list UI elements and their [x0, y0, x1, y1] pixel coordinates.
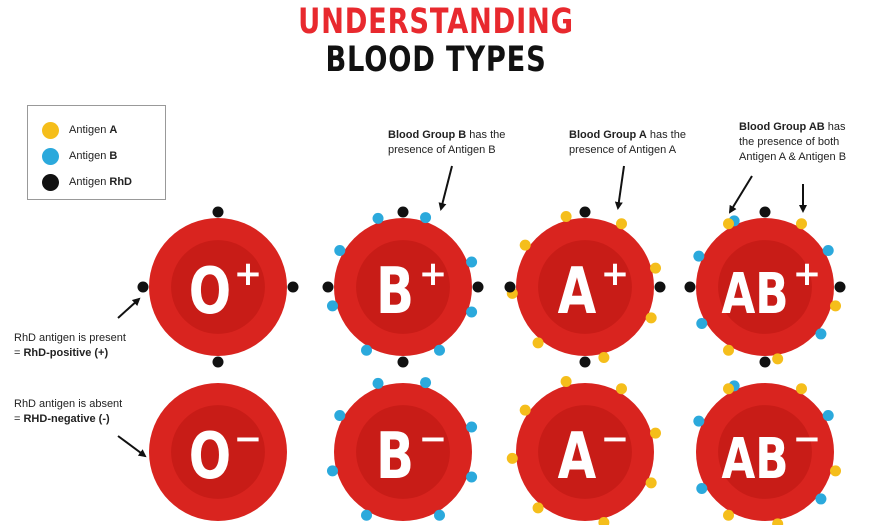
cell-group-label: AB [721, 426, 788, 492]
antigen-rhd-dot [835, 282, 846, 293]
arrow-ab-antigen-b [730, 176, 752, 212]
cell-rh-sign: + [419, 254, 448, 294]
antigen-b-dot [361, 510, 372, 521]
antigen-a-dot [616, 383, 627, 394]
antigen-b-dot [823, 245, 834, 256]
antigen-a-dot [723, 345, 734, 356]
antigen-rhd-dot [398, 207, 409, 218]
antigen-a-dot [646, 477, 657, 488]
cell-rh-sign: − [419, 419, 448, 459]
cell-group-label: O [189, 419, 231, 494]
blood-cell-ab-positive: AB+ [685, 207, 846, 368]
antigen-b-dot [420, 212, 431, 223]
antigen-rhd-dot [473, 282, 484, 293]
cell-rh-sign: − [234, 419, 263, 459]
antigen-b-dot [334, 410, 345, 421]
cell-rh-sign: + [234, 254, 263, 294]
antigen-rhd-dot [288, 282, 299, 293]
antigen-a-dot [561, 376, 572, 387]
cell-rh-sign: − [601, 419, 630, 459]
cell-group-label: A [558, 254, 597, 329]
antigen-b-dot [434, 345, 445, 356]
antigen-b-dot [334, 245, 345, 256]
blood-cell-a-negative: A− [507, 376, 661, 525]
cell-group-label: AB [721, 261, 788, 327]
antigen-a-dot [723, 218, 734, 229]
antigen-b-dot [466, 471, 477, 482]
antigen-rhd-dot [505, 282, 516, 293]
cell-rh-sign: + [793, 254, 822, 294]
antigen-b-dot [693, 416, 704, 427]
antigen-b-dot [466, 422, 477, 433]
antigen-b-dot [696, 318, 707, 329]
antigen-a-dot [830, 300, 841, 311]
cell-group-label: A [558, 419, 597, 494]
blood-cell-b-positive: B+ [323, 207, 484, 368]
antigen-rhd-dot [213, 207, 224, 218]
arrow-rhd-absent [118, 436, 145, 456]
antigen-rhd-dot [323, 282, 334, 293]
cell-rh-sign: + [601, 254, 630, 294]
antigen-b-dot [815, 493, 826, 504]
antigen-a-dot [650, 428, 661, 439]
antigen-b-dot [327, 300, 338, 311]
blood-cell-o-positive: O+ [138, 207, 299, 368]
antigen-rhd-dot [580, 207, 591, 218]
antigen-rhd-dot [655, 282, 666, 293]
antigen-a-dot [507, 453, 518, 464]
antigen-a-dot [796, 218, 807, 229]
antigen-b-dot [696, 483, 707, 494]
antigen-b-dot [373, 213, 384, 224]
cell-group-label: O [189, 254, 231, 329]
antigen-rhd-dot [760, 357, 771, 368]
antigen-b-dot [373, 378, 384, 389]
antigen-rhd-dot [685, 282, 696, 293]
blood-cell-b-negative: B− [327, 377, 477, 521]
antigen-rhd-dot [398, 357, 409, 368]
antigen-rhd-dot [580, 357, 591, 368]
antigen-a-dot [723, 510, 734, 521]
cell-group-label: B [376, 419, 414, 494]
antigen-b-dot [420, 377, 431, 388]
blood-cell-o-negative: O− [149, 383, 287, 521]
antigen-a-dot [650, 263, 661, 274]
antigen-a-dot [598, 352, 609, 363]
antigen-b-dot [434, 510, 445, 521]
antigen-b-dot [361, 345, 372, 356]
antigen-rhd-dot [760, 207, 771, 218]
cell-rh-sign: − [793, 419, 822, 459]
antigen-a-dot [533, 502, 544, 513]
arrow-rhd-present [118, 299, 139, 318]
antigen-b-dot [327, 465, 338, 476]
antigen-rhd-dot [213, 357, 224, 368]
blood-cell-a-positive: A+ [505, 207, 666, 368]
antigen-a-dot [520, 405, 531, 416]
antigen-b-dot [815, 328, 826, 339]
antigen-a-dot [723, 383, 734, 394]
antigen-a-dot [772, 353, 783, 364]
antigen-a-dot [616, 218, 627, 229]
cell-group-label: B [376, 254, 414, 329]
arrow-group-b [441, 166, 452, 209]
arrow-group-a [618, 166, 624, 208]
antigen-b-dot [466, 257, 477, 268]
antigen-a-dot [830, 465, 841, 476]
antigen-a-dot [796, 383, 807, 394]
blood-cell-ab-negative: AB− [693, 380, 841, 525]
antigen-a-dot [646, 312, 657, 323]
antigen-a-dot [561, 211, 572, 222]
antigen-rhd-dot [138, 282, 149, 293]
antigen-b-dot [466, 306, 477, 317]
antigen-b-dot [823, 410, 834, 421]
antigen-b-dot [693, 251, 704, 262]
antigen-a-dot [520, 240, 531, 251]
antigen-a-dot [533, 337, 544, 348]
